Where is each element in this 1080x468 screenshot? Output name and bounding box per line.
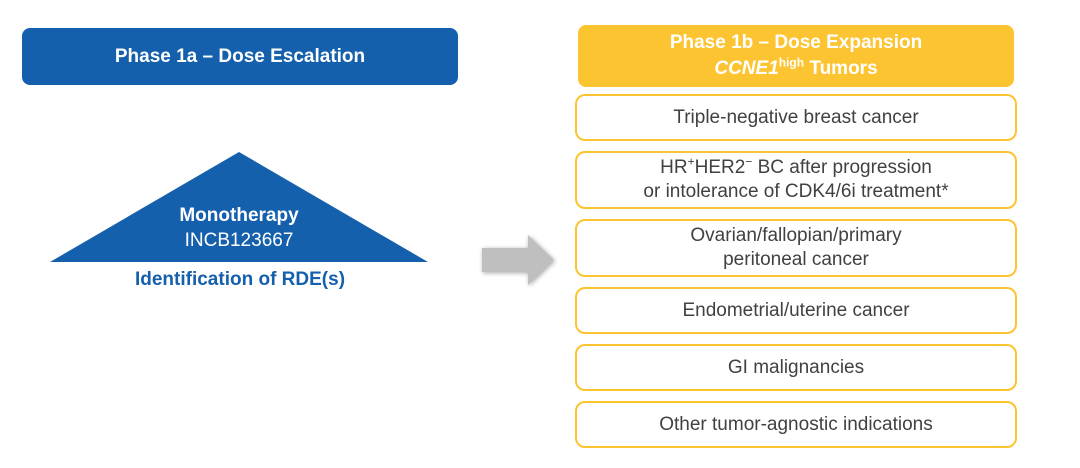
dose-escalation-triangle-icon	[50, 152, 428, 262]
gene-high-superscript: high	[778, 55, 805, 70]
cohort-label: Endometrial/uterine cancer	[682, 299, 910, 321]
rde-identification-caption: Identification of RDE(s)	[134, 269, 346, 290]
cohort-gi-malignancies: GI malignancies	[575, 344, 1017, 391]
monotherapy-label: Monotherapy	[179, 205, 299, 226]
cohort-label-line2: peritoneal cancer	[723, 249, 869, 270]
tumors-label: Tumors	[804, 58, 878, 79]
hr-plus-superscript: +	[687, 154, 695, 169]
phase1b-header: Phase 1b – Dose Expansion CCNE1high Tumo…	[578, 25, 1014, 87]
cohort-label-line1: HR+HER2− BC after progression	[660, 156, 932, 180]
cohort-ovarian-fallopian-peritoneal: Ovarian/fallopian/primary peritoneal can…	[575, 219, 1017, 277]
bc-progression-label: BC after progression	[752, 157, 932, 178]
her2-minus-superscript: −	[745, 154, 753, 169]
cohort-endometrial-uterine: Endometrial/uterine cancer	[575, 287, 1017, 334]
phase1b-header-line2: CCNE1high Tumors	[714, 56, 877, 82]
cohort-triple-negative-breast-cancer: Triple-negative breast cancer	[575, 94, 1017, 141]
her2-label: HER2	[694, 157, 746, 178]
triangle-text: Monotherapy INCB123667	[50, 203, 428, 253]
cohort-label: GI malignancies	[727, 356, 865, 378]
phase1b-header-line1: Phase 1b – Dose Expansion	[669, 32, 923, 53]
phase1a-header: Phase 1a – Dose Escalation	[22, 28, 458, 85]
cohort-hr-her2-bc: HR+HER2− BC after progression or intoler…	[575, 151, 1017, 209]
right-block-arrow-icon	[482, 235, 554, 285]
hr-label: HR	[660, 157, 688, 178]
gene-name-label: CCNE1	[714, 58, 779, 79]
cohort-label: Other tumor-agnostic indications	[659, 413, 933, 435]
cohort-label: Triple-negative breast cancer	[673, 106, 919, 128]
drug-name-label: INCB123667	[184, 230, 294, 251]
cohort-label-line2: or intolerance of CDK4/6i treatment*	[643, 181, 949, 202]
cohort-label-line1: Ovarian/fallopian/primary	[690, 225, 902, 246]
cohort-other-tumor-agnostic: Other tumor-agnostic indications	[575, 401, 1017, 448]
